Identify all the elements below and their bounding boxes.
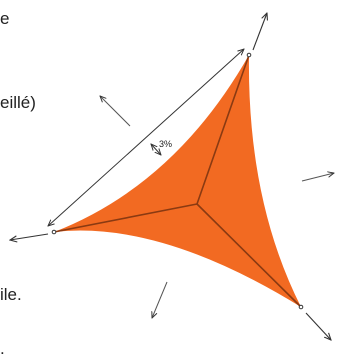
sag-percentage-label: 3% [159, 139, 172, 149]
force-arrow-right [301, 173, 334, 182]
text-fragment-bottom: ile. [0, 285, 22, 304]
tension-arrow-right [305, 312, 331, 340]
text-fragment-middle: eillé) [0, 93, 36, 112]
force-arrow-upper-left [100, 96, 131, 127]
sag-indicator [151, 144, 161, 155]
tension-arrow-top [252, 13, 267, 51]
corner-ring-right [298, 304, 304, 310]
corner-ring-top [246, 52, 252, 58]
tension-arrows [10, 13, 331, 340]
text-fragment-top: e [0, 9, 10, 28]
shade-sail-diagram: 3% [0, 0, 339, 350]
tension-arrow-left [10, 233, 49, 240]
edge-chord-dimension [48, 49, 244, 226]
text-fragment-edge: . [0, 339, 5, 358]
force-arrow-lower [152, 281, 168, 318]
corner-rings [51, 52, 304, 310]
corner-ring-left [51, 229, 57, 235]
